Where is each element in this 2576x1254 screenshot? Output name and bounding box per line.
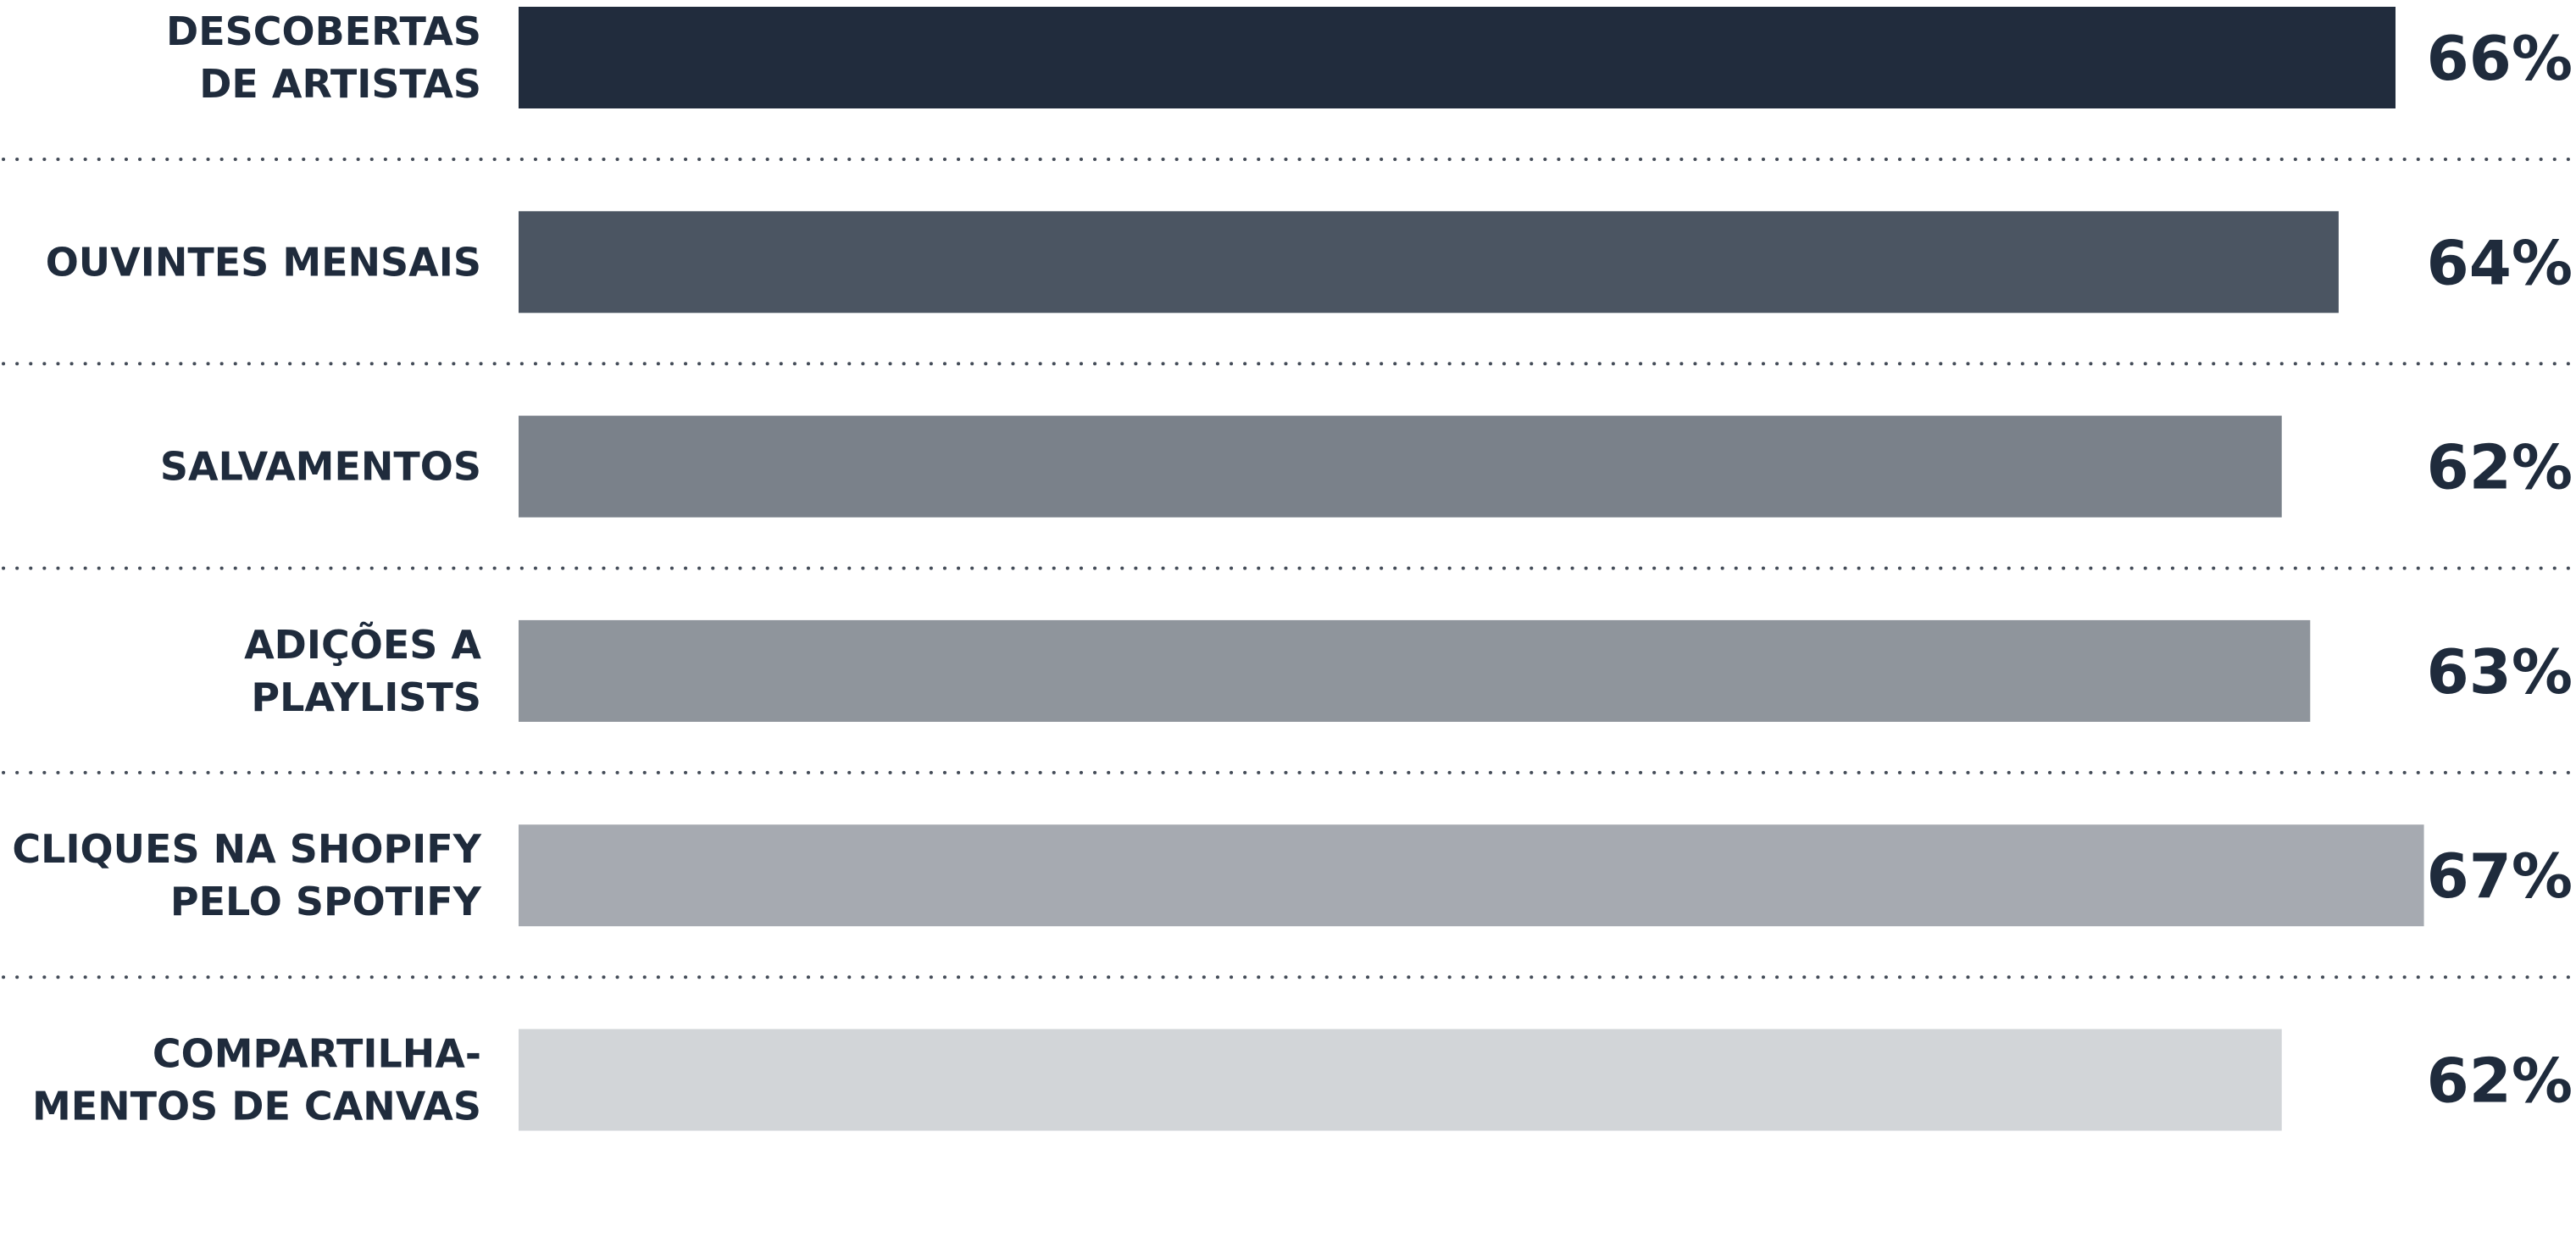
bar: [519, 1029, 2282, 1131]
category-label-line: PELO SPOTIFY: [170, 879, 482, 924]
category-label: SALVAMENTOS: [160, 444, 481, 490]
bar: [519, 619, 2311, 722]
value-label: 67%: [2427, 841, 2573, 912]
value-label: 62%: [2427, 1046, 2573, 1117]
category-label-line: ADIÇÕES A: [244, 621, 481, 668]
category-label-line: MENTOS DE CANVAS: [32, 1084, 481, 1129]
bar: [519, 824, 2424, 927]
category-label: OUVINTES MENSAIS: [46, 239, 481, 285]
category-label: COMPARTILHA- MENTOS DE CANVAS: [32, 1031, 481, 1129]
category-label-line: CLIQUES NA SHOPIFY: [12, 826, 481, 872]
category-label-line: COMPARTILHA-: [153, 1031, 481, 1077]
category-label: ADIÇÕES A PLAYLISTS: [244, 621, 481, 720]
value-label: 62%: [2427, 432, 2573, 503]
bar: [519, 415, 2282, 518]
bar: [519, 7, 2396, 108]
category-label-line: SALVAMENTOS: [160, 444, 481, 490]
category-label: DESCOBERTAS DE ARTISTAS: [166, 8, 481, 107]
category-label-line: DE ARTISTAS: [199, 61, 481, 107]
value-label: 64%: [2427, 227, 2573, 298]
category-label: CLIQUES NA SHOPIFY PELO SPOTIFY: [12, 826, 481, 924]
bar: [519, 211, 2339, 314]
value-label: 66%: [2427, 23, 2573, 94]
category-label-line: PLAYLISTS: [251, 674, 481, 720]
category-label-line: DESCOBERTAS: [166, 8, 481, 54]
value-label: 63%: [2427, 636, 2573, 707]
category-label-line: OUVINTES MENSAIS: [46, 239, 481, 285]
